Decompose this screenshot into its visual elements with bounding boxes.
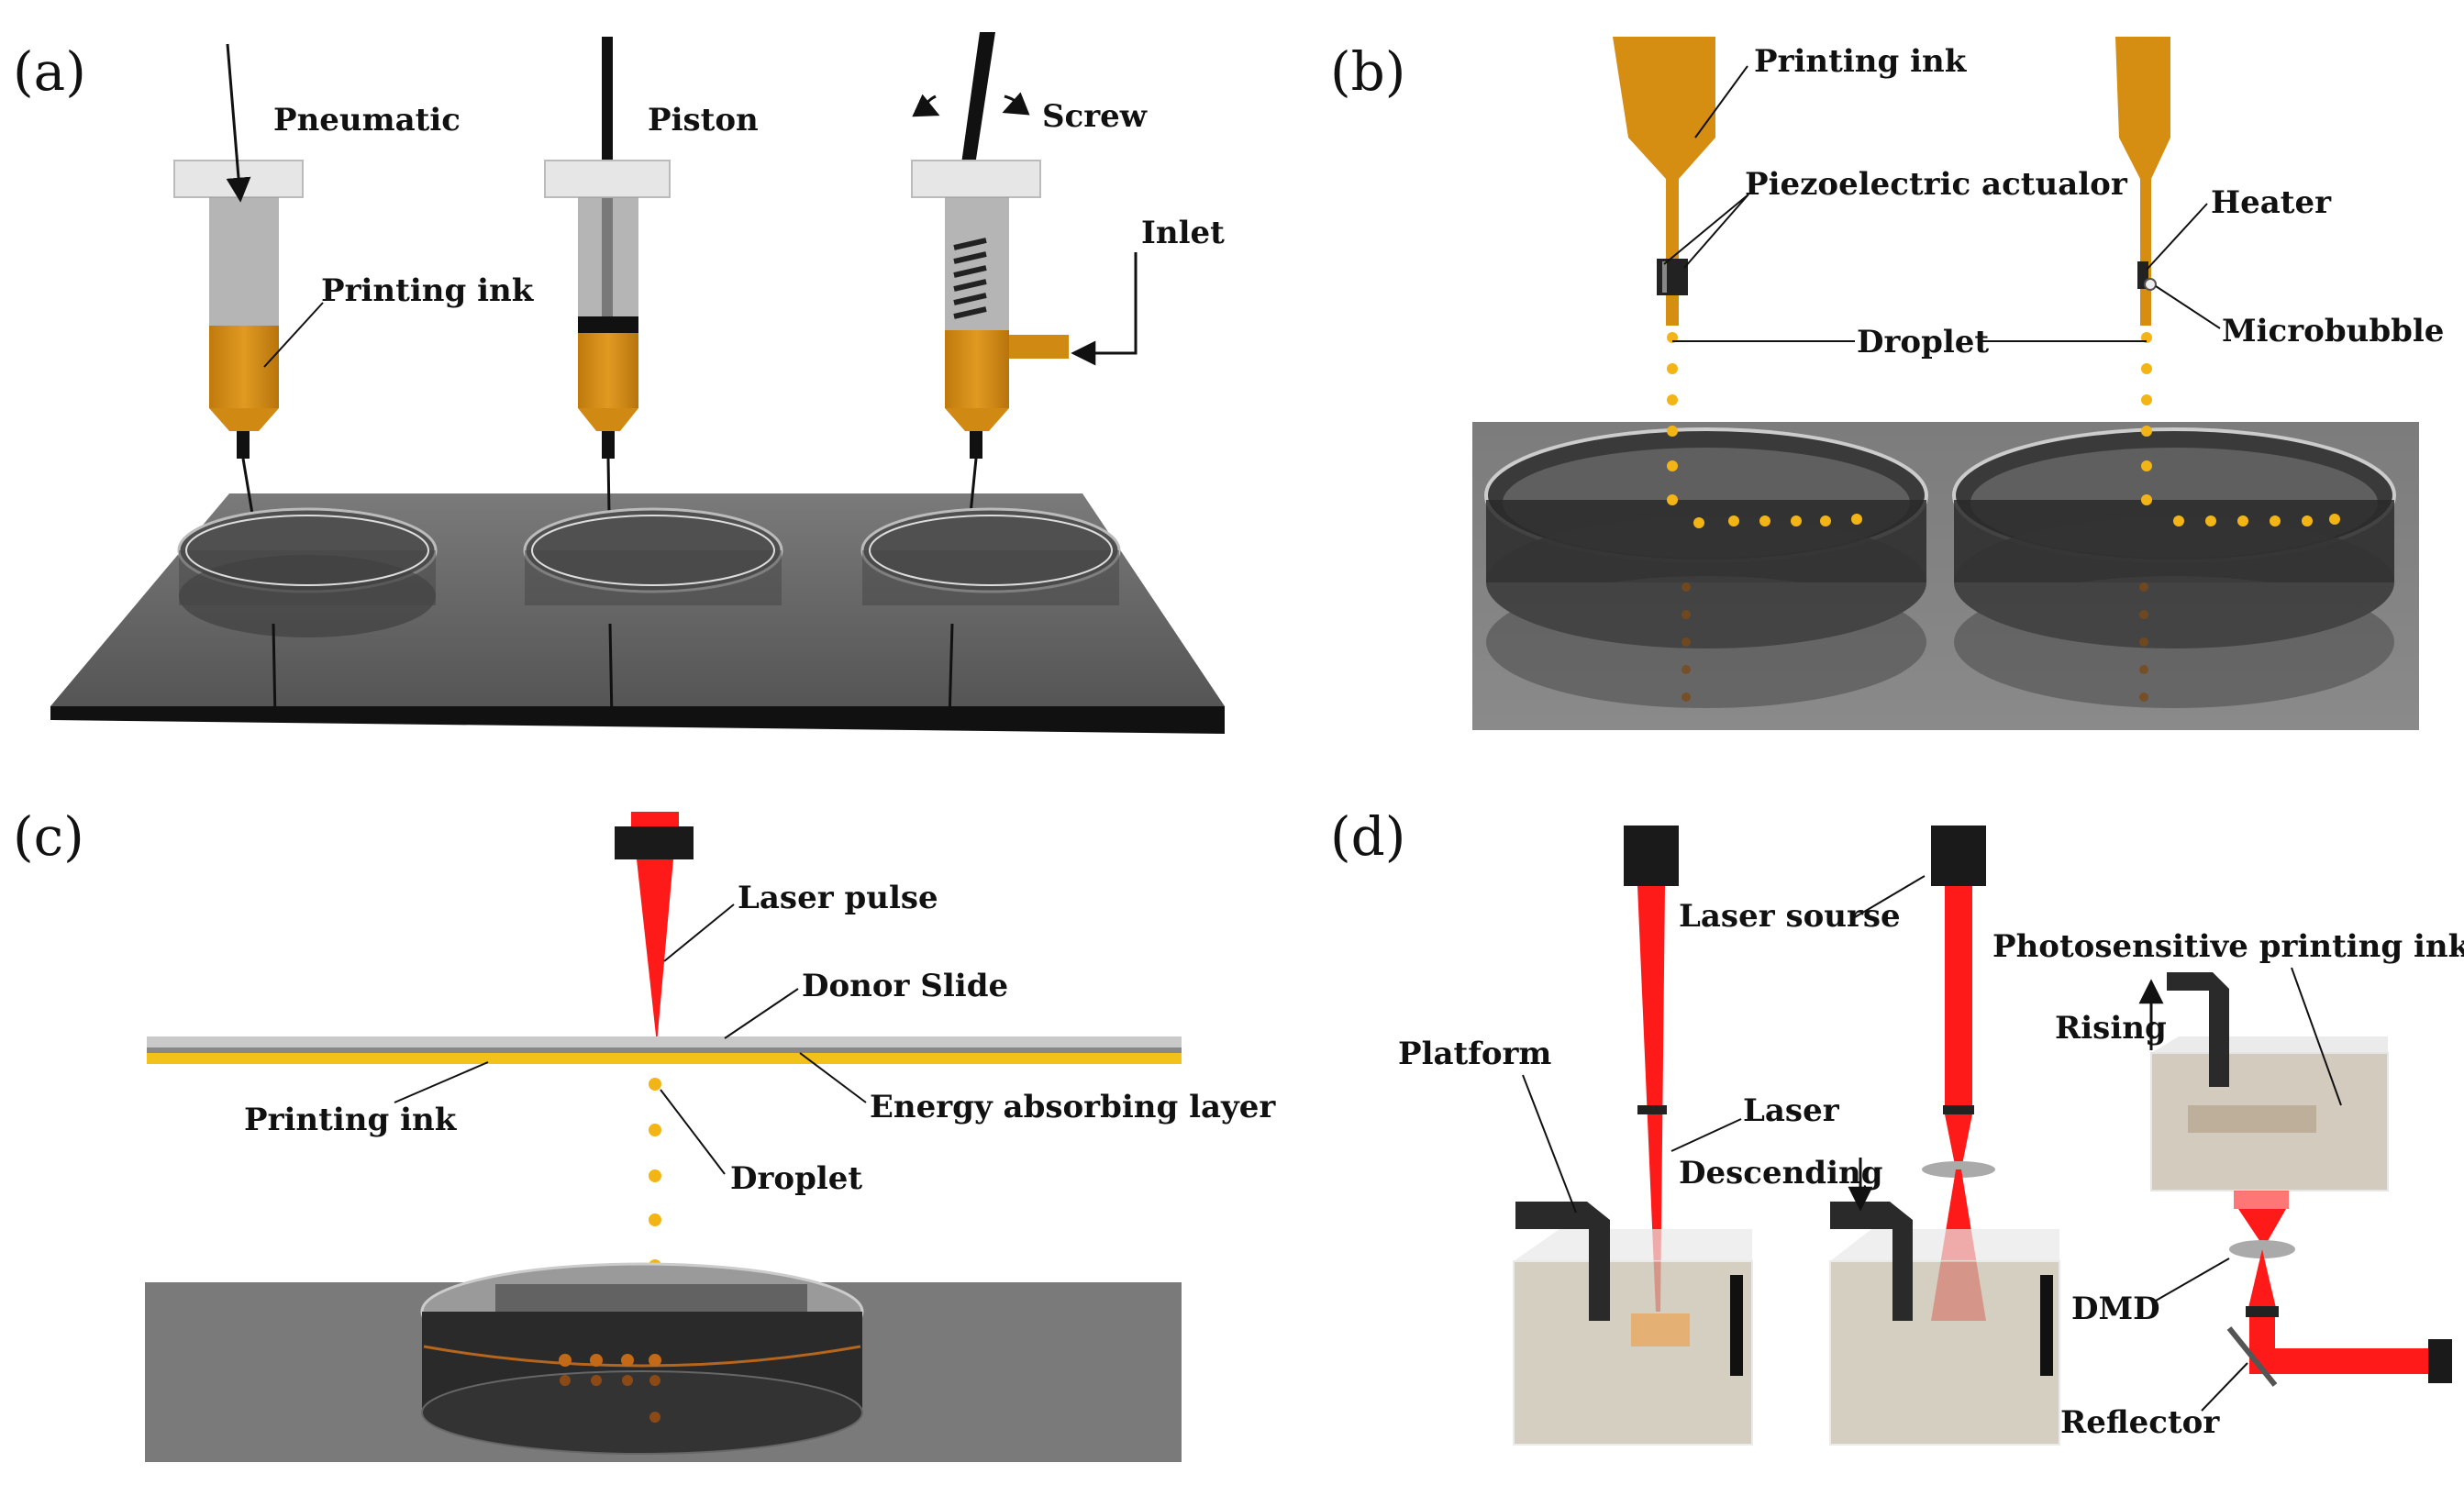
screw-syringe [911, 32, 1082, 581]
dmd-leader [2155, 1258, 2230, 1302]
reflector-leader [2201, 1362, 2248, 1412]
printing-ink-leader-a [263, 302, 324, 368]
label-rising: Rising [2055, 1010, 2167, 1047]
label-laser-pulse: Laser pulse [738, 880, 938, 916]
dmd-setup [2150, 972, 2452, 1387]
petri-dish-3 [860, 507, 1121, 721]
laser-leader [1670, 1118, 1742, 1152]
laser-source-leader [1854, 875, 1926, 918]
droplet-leader-c [660, 1089, 726, 1175]
laser-head-c [615, 812, 694, 1044]
heater-leader [2146, 203, 2208, 271]
dish-b-left [1484, 427, 1928, 708]
label-droplet-b: Droplet [1857, 324, 1989, 360]
laser-setup-2 [1829, 826, 2060, 1446]
label-piezo: Piezoelectric actualor [1745, 166, 2128, 203]
inlet-arrow [1071, 252, 1138, 366]
printing-ink-leader-c [394, 1061, 489, 1103]
laser-pulse-leader [663, 903, 735, 962]
pneumatic-syringe [173, 160, 385, 581]
screw-thread [953, 238, 987, 319]
base-plate-edge [50, 706, 1225, 734]
panel-b: (b) [1330, 37, 2444, 730]
label-microbubble: Microbubble [2222, 313, 2444, 349]
piezo-nozzle [1613, 37, 1715, 326]
label-droplet-c: Droplet [730, 1160, 862, 1197]
pneumatic-arrow [226, 43, 251, 203]
energy-layer-leader [799, 1052, 867, 1103]
piezo-leader-2 [1683, 194, 1749, 269]
label-screw: Screw [1042, 98, 1148, 135]
thermal-nozzle [2115, 37, 2170, 326]
dish-b-right [1952, 427, 2396, 708]
label-pneumatic: Pneumatic [273, 102, 461, 139]
panel-a-letter: (a) [13, 40, 86, 103]
label-heater: Heater [2211, 184, 2332, 221]
piezo-leader-1 [1663, 194, 1749, 265]
label-printing-ink-a: Printing ink [321, 272, 535, 309]
label-donor-slide: Donor Slide [802, 968, 1008, 1004]
label-reflector: Reflector [2060, 1404, 2220, 1441]
label-printing-ink-c: Printing ink [244, 1102, 458, 1138]
panel-c: (c) [13, 805, 1276, 1462]
label-descending: Descending [1679, 1155, 1883, 1191]
printing-ink-layer [147, 1053, 1182, 1064]
label-energy-layer: Energy absorbing layer [870, 1089, 1276, 1125]
printing-ink-leader-b [1694, 65, 1748, 139]
label-printing-ink-b: Printing ink [1754, 43, 1968, 80]
panel-b-letter: (b) [1330, 40, 1405, 103]
microbubble-leader [2155, 285, 2221, 329]
petri-dish-2 [523, 507, 783, 721]
label-piston: Piston [648, 102, 759, 139]
panel-c-letter: (c) [13, 805, 84, 868]
donor-slide-leader [724, 988, 799, 1039]
panel-d-letter: (d) [1330, 805, 1405, 868]
platform-leader [1522, 1074, 1577, 1213]
laser-setup-1 [1513, 826, 1753, 1446]
dish-c [420, 1262, 864, 1455]
panel-d: (d) [1330, 805, 2464, 1446]
label-photosensitive: Photosensitive printing ink [1992, 928, 2464, 965]
donor-slide [147, 1036, 1182, 1047]
label-laser: Laser [1743, 1092, 1840, 1129]
energy-absorbing-layer [147, 1047, 1182, 1053]
label-inlet: Inlet [1141, 215, 1225, 251]
label-dmd: DMD [2071, 1291, 2160, 1327]
label-platform: Platform [1398, 1036, 1551, 1072]
droplet-stream-right [2141, 332, 2340, 526]
label-laser-source: Laser sourse [1679, 898, 1901, 935]
photosensitive-leader [2291, 967, 2342, 1106]
droplet-stream-left [1667, 332, 1862, 528]
droplet-reflection [1682, 582, 2148, 702]
panel-a: (a) [13, 32, 1225, 734]
petri-dish-1 [177, 507, 438, 721]
